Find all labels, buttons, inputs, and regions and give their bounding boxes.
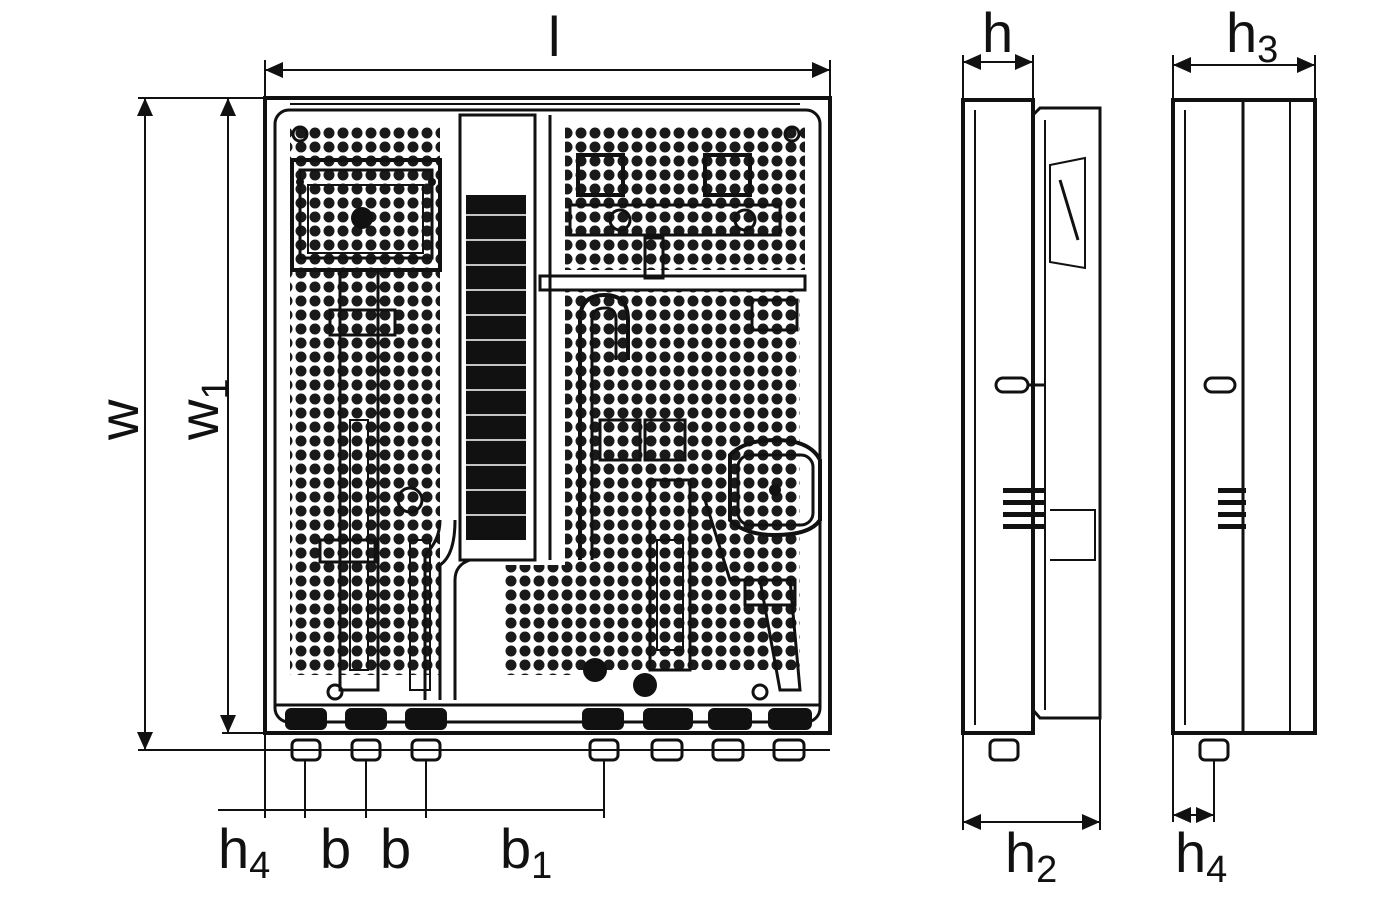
- front-view: [137, 60, 832, 818]
- side-view-right: [1171, 55, 1317, 823]
- circulation-pump: [728, 437, 822, 538]
- label-w: w: [87, 399, 150, 441]
- control-knob-icon: [351, 207, 373, 229]
- right-mount-panel: [565, 125, 805, 270]
- side-view-left: [961, 54, 1102, 830]
- housing-inner: [273, 108, 822, 724]
- label-h2: h2: [1005, 821, 1057, 891]
- center-lower-panel: [505, 565, 575, 675]
- label-b1: b1: [500, 817, 552, 887]
- label-l: l: [548, 5, 560, 68]
- label-h4-left: h4: [218, 817, 270, 887]
- label-h: h: [982, 1, 1013, 64]
- label-b-first: b: [320, 817, 351, 880]
- label-b-second: b: [380, 817, 411, 880]
- left-pipe: [338, 268, 380, 692]
- label-h3: h3: [1226, 1, 1278, 71]
- housing-outline: [263, 96, 832, 735]
- mount-rail: [538, 274, 807, 292]
- label-w1: w1: [167, 378, 237, 441]
- label-h4-right: h4: [1175, 821, 1227, 891]
